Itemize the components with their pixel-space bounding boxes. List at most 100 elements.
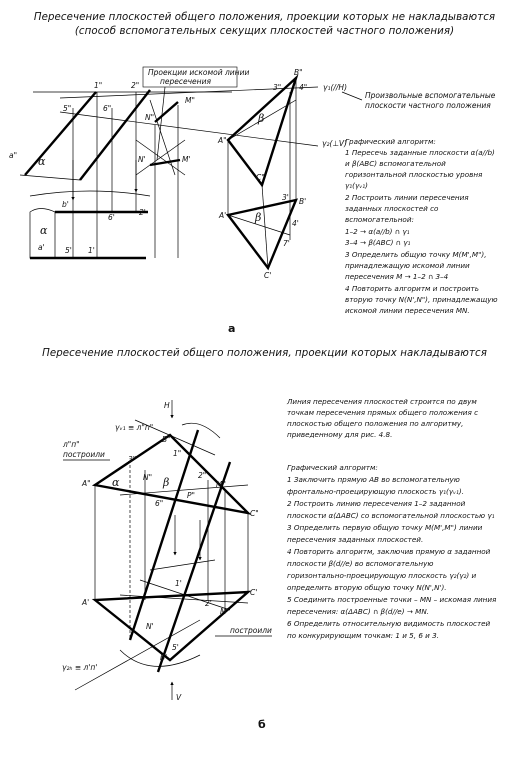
algo-b-line-0: Графический алгоритм:: [287, 463, 378, 472]
callout-planes-line1: Произвольные вспомогательные: [365, 91, 496, 100]
section-b-title: Пересечение плоскостей общего положения,…: [42, 348, 487, 359]
triangle-abc-horizontal: [225, 198, 298, 271]
algo-b-line-10: определить вторую общую точку N(N',N').: [287, 583, 447, 592]
line-d: [128, 429, 200, 641]
algo-a-line-2: и β(ABC) вспомогательной: [345, 159, 446, 168]
alpha-label-frontal: α: [38, 155, 46, 168]
figure-b-label: б: [258, 718, 266, 731]
label-ah-b: A': [81, 598, 89, 607]
triangle-mid-frontal: [227, 99, 297, 141]
label-1h: 1': [88, 246, 95, 255]
line-b-frontal: [79, 89, 151, 181]
algo-a-line-8: 1–2 → α(a//b) ∩ γ₁: [345, 227, 410, 236]
algo-b-line-12: пересечения: α(ΔABC) ∩ β(d//e) → MN.: [287, 607, 429, 616]
figure-a-drawing: α α β β: [9, 66, 498, 315]
label-nh: N': [138, 155, 146, 164]
algo-a-line-14: вторую точку N(N',N"), принадлежащую: [345, 295, 498, 304]
label-nv: N": [145, 113, 154, 122]
label-ah: A': [218, 211, 226, 220]
label-5v: 5": [63, 104, 71, 113]
label-mh-b: M': [220, 607, 229, 616]
label-mh: M': [182, 155, 191, 164]
label-ch-b: C': [250, 588, 257, 597]
alpha-label-b: α: [112, 476, 120, 489]
construct-b-4: [149, 559, 216, 571]
label-cv-b: C": [250, 509, 259, 518]
algo-a-line-12: пересечения M → 1–2 ∩ 3–4: [345, 272, 449, 281]
beta-label-b: β: [162, 476, 169, 489]
algo-b-line-14: по конкурирующим точкам: 1 и 5, 6 и 3.: [287, 631, 439, 640]
label-bh-line: b': [62, 200, 69, 209]
triangle-mid-horizontal: [227, 214, 291, 236]
label-2v: 2": [131, 81, 139, 90]
algo-b-line-7: 4 Повторить алгоритм, заключив прямую α …: [287, 547, 491, 556]
algo-b-line-2: фронтально-проецирующую плоскость γ₁(γᵥ₁…: [287, 487, 464, 496]
callout-planes-line2: плоскости частного положения: [365, 101, 491, 110]
label-nv-b: N": [143, 473, 152, 482]
label-3v: 3": [273, 83, 281, 92]
triangle-abc-frontal: [226, 74, 299, 188]
construct-2: [135, 139, 186, 176]
label-1v-b: 1": [173, 449, 181, 458]
gamma-v-trace: [134, 419, 216, 456]
algo-a-line-15: искомой линии пересечения MN.: [345, 306, 470, 315]
section-a-title-line1: Пересечение плоскостей общего положения,…: [33, 12, 496, 23]
algo-b-line-9: горизонтально-проецирующую плоскость γ₂(…: [287, 571, 477, 580]
callout-built-bottom: построили: [230, 626, 272, 635]
construct-b-1: [119, 484, 249, 496]
callout-projections-box: [142, 66, 238, 88]
section-a-title-line2: (способ вспомогательных секущих плоскост…: [74, 26, 455, 37]
gamma2-label: γ₂(⊥V): [322, 139, 347, 148]
callout-built-top-line1: л"п": [62, 440, 80, 449]
label-av-line: a": [9, 151, 17, 160]
algo-b-line-13: 6 Определить относительную видимость пло…: [287, 619, 491, 628]
label-av: A": [217, 136, 227, 145]
beta-label-horizontal: β: [254, 211, 261, 224]
v-label: V: [176, 693, 182, 702]
gamma-h-trace: [74, 619, 201, 691]
algo-b-line-3: 2 Построить линию пересечения 1–2 заданн…: [287, 499, 466, 508]
intro-line-2: плоскостью общего положения по алгоритму…: [287, 419, 463, 428]
label-bh-b: B': [160, 653, 167, 662]
intro-line-1: точкам пересечения прямых общего положен…: [287, 408, 478, 417]
plane-de-bottom-wavy: [119, 649, 201, 667]
callout-projections-leader: [156, 86, 166, 161]
mn-horizontal: [149, 158, 181, 167]
algo-b-line-4: плоскости α(ΔABC) со вспомогательной пло…: [287, 511, 495, 520]
label-pv-b: P": [187, 491, 195, 500]
algo-b-line-8: плоскости β(d//e) во вспомогательную: [287, 559, 433, 568]
algo-a-line-3: горизонтальной плоскостью уровня: [345, 170, 483, 179]
alpha-edge-frontal: [19, 174, 81, 181]
label-bv: B": [294, 68, 303, 77]
alpha-fill-horizontal: [29, 208, 56, 259]
beta-label-frontal: β: [257, 112, 264, 125]
line-a-frontal: [24, 91, 97, 176]
intro-line-3: приведенному для рис. 4.8.: [287, 430, 392, 439]
algo-b-line-1: 1 Заключить прямую AB во вспомогательную: [287, 475, 460, 484]
algo-a-line-4: γ₁(γᵥ₁): [345, 181, 368, 190]
label-6v: 6": [103, 104, 111, 113]
connector-c: [261, 184, 269, 269]
label-6h: 6': [108, 213, 115, 222]
gamma1-trace: [59, 86, 319, 99]
label-7h: 7': [283, 239, 290, 248]
label-1v: 1": [94, 81, 102, 90]
algo-a-line-10: 3 Определить общую точку M(M',M"),: [345, 250, 487, 259]
algo-b-line-6: пересечения заданных плоскостей.: [287, 535, 423, 544]
algo-a-line-0: Графический алгоритм:: [345, 137, 436, 146]
label-5h: 5': [65, 246, 72, 255]
label-3h: 3': [282, 193, 289, 202]
label-2v-b: 2": [198, 471, 206, 480]
triangle-abc-frontal-b: [91, 433, 252, 515]
label-mv: M": [185, 96, 195, 105]
intro-line-0: Линия пересечения плоскостей строится по…: [286, 397, 477, 406]
label-ah-line: a': [38, 243, 45, 252]
label-6v-b: 6": [155, 499, 163, 508]
gamma-h-label: γ₂ₕ ≡ л'п': [62, 663, 97, 672]
algo-b-line-11: 5 Соединить построенные точки – MN – иск…: [287, 595, 497, 604]
algo-a-line-13: 4 Повторить алгоритм и построить: [345, 284, 479, 293]
plane-de-top-wavy: [181, 422, 221, 439]
label-cv: C": [256, 173, 265, 182]
gamma-v-label: γᵥ₁ ≡ л"п": [115, 423, 153, 432]
